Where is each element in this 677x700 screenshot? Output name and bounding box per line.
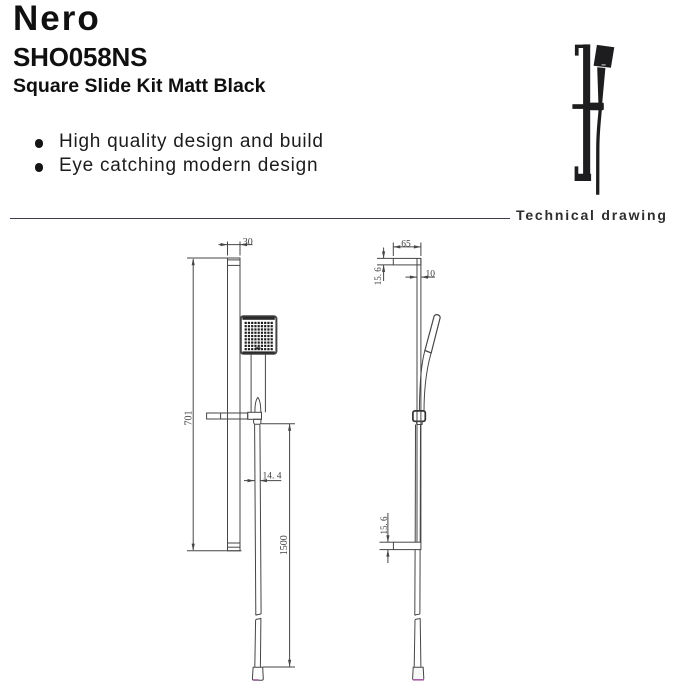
svg-text:30: 30 xyxy=(243,237,253,248)
svg-text:14. 4: 14. 4 xyxy=(263,472,282,482)
svg-text:65: 65 xyxy=(401,239,411,249)
svg-text:15. 6: 15. 6 xyxy=(373,267,383,286)
svg-text:701: 701 xyxy=(184,411,195,426)
svg-text:1500: 1500 xyxy=(279,535,290,555)
svg-text:10: 10 xyxy=(426,269,436,279)
svg-text:15. 6: 15. 6 xyxy=(379,516,389,535)
